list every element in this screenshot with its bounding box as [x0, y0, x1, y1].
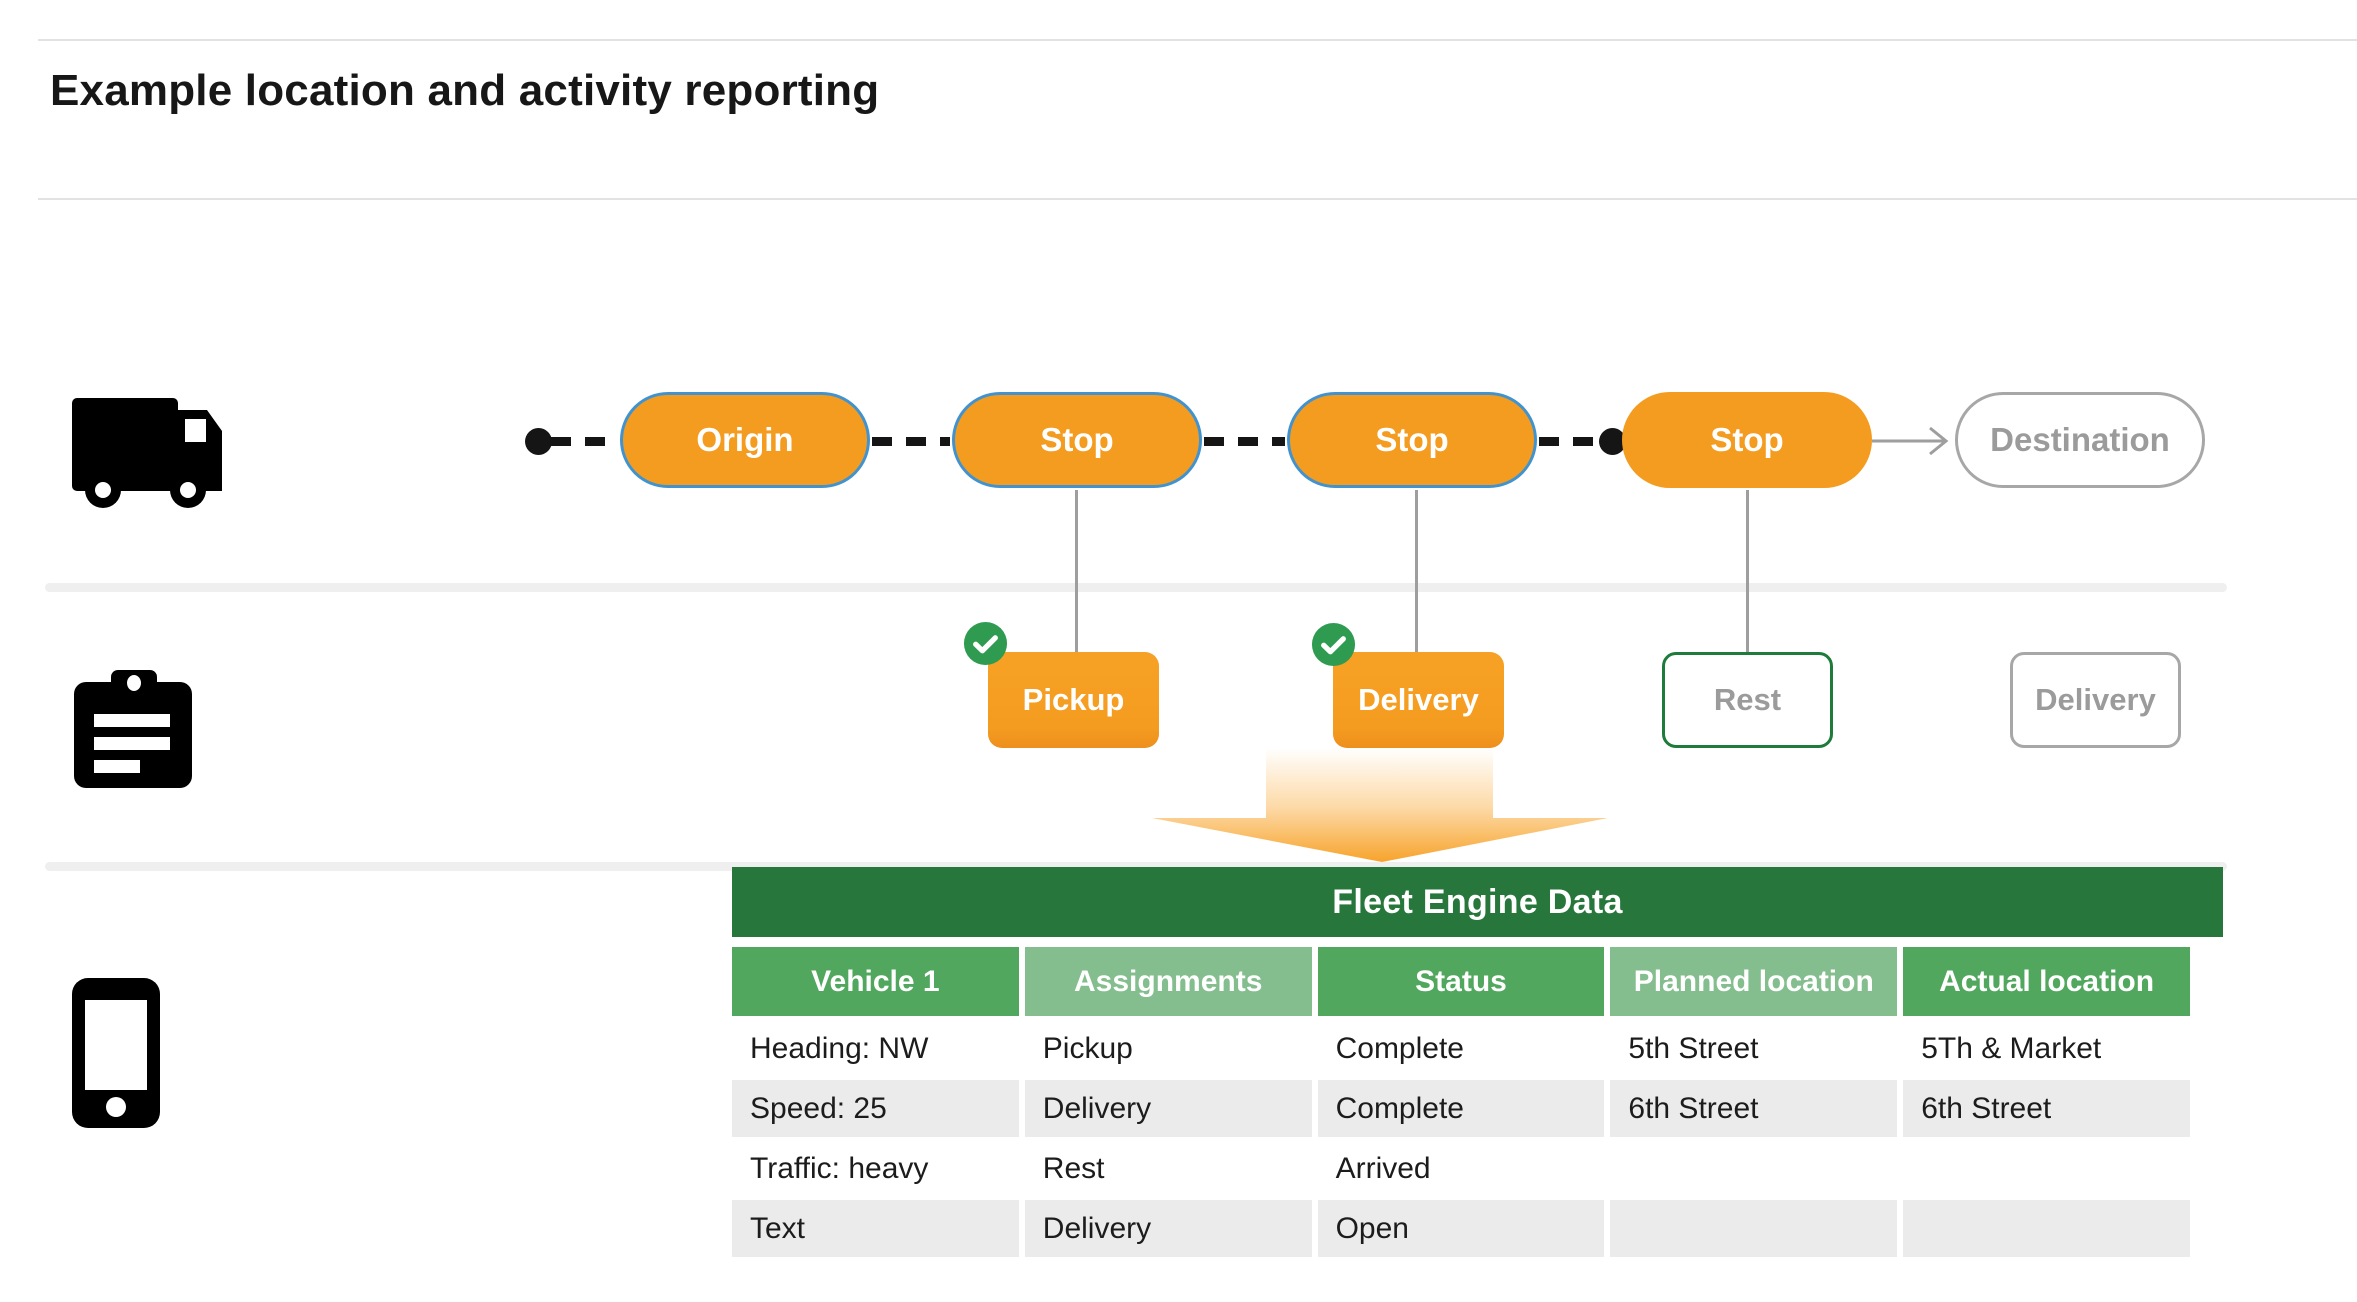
phone-icon: [72, 978, 160, 1128]
table-column-header: Vehicle 1: [732, 947, 1019, 1016]
table-cell: Delivery: [1024, 1200, 1312, 1257]
table-cell: Arrived: [1335, 1151, 1431, 1185]
activity-label: Delivery: [1358, 682, 1479, 717]
section-divider: [45, 862, 2227, 871]
route-node-label: Stop: [1710, 421, 1784, 458]
start-dot: [525, 428, 552, 455]
route-dashed-line: [1539, 437, 1599, 446]
connector-line: [1075, 490, 1078, 652]
route-node-stop-1: Stop: [952, 392, 1202, 488]
table-cell: Heading: NW: [750, 1031, 929, 1065]
table-cell: Pickup: [1042, 1031, 1133, 1065]
table-header-row: Vehicle 1 Assignments Status Planned loc…: [732, 947, 2190, 1016]
top-rule: [38, 39, 2357, 41]
connector-line: [1746, 490, 1749, 652]
table-cell: [1903, 1140, 2190, 1197]
table-cell: [1610, 1140, 1897, 1197]
table-row: Speed: 25 Delivery Complete 6th Street 6…: [732, 1080, 2190, 1137]
table-cell: Speed: 25: [732, 1080, 1019, 1137]
activity-box-delivery: Delivery: [1333, 652, 1504, 748]
table-cell: Traffic: heavy: [750, 1151, 929, 1185]
connector-line: [1415, 490, 1418, 652]
table-column-header: Status: [1317, 947, 1605, 1016]
table-row: Traffic: heavy Rest Arrived: [732, 1140, 2190, 1197]
table-row: Heading: NW Pickup Complete 5th Street 5…: [732, 1020, 2190, 1077]
table-cell: 6th Street: [1903, 1080, 2190, 1137]
check-circle-icon: [1310, 621, 1357, 668]
section-divider: [45, 583, 2227, 592]
activity-label: Pickup: [1022, 682, 1125, 717]
route-node-stop-2: Stop: [1287, 392, 1537, 488]
table-column-header: Planned location: [1610, 947, 1898, 1016]
table-column-header: Assignments: [1024, 947, 1312, 1016]
table-title: Fleet Engine Data: [732, 867, 2223, 937]
table-cell: 5Th & Market: [1921, 1031, 2102, 1065]
route-node-stop-3: Stop: [1622, 392, 1872, 488]
route-node-label: Destination: [1990, 421, 2170, 458]
arrow-right-icon: [1872, 424, 1954, 458]
table-cell: Complete: [1317, 1080, 1605, 1137]
route-node-label: Stop: [1040, 421, 1114, 458]
table-row: Text Delivery Open: [732, 1200, 2190, 1257]
activity-label: Delivery: [2035, 682, 2156, 717]
arrow-down-icon: [1152, 748, 1608, 862]
table-cell: 6th Street: [1610, 1080, 1898, 1137]
table-column-header: Actual location: [1903, 947, 2190, 1016]
route-dashed-line: [551, 437, 618, 446]
route-node-destination: Destination: [1955, 392, 2205, 488]
table-cell: 5th Street: [1628, 1031, 1759, 1065]
route-node-label: Stop: [1375, 421, 1449, 458]
activity-box-delivery-upcoming: Delivery: [2010, 652, 2181, 748]
route-node-origin: Origin: [620, 392, 870, 488]
table-cell: Complete: [1335, 1031, 1464, 1065]
table-cell: Open: [1317, 1200, 1605, 1257]
route-dashed-line: [872, 437, 950, 446]
activity-box-rest: Rest: [1662, 652, 1833, 748]
table-cell: [1903, 1200, 2190, 1257]
activity-label: Rest: [1713, 682, 1782, 717]
table-cell: Delivery: [1024, 1080, 1312, 1137]
table-cell: Rest: [1042, 1151, 1105, 1185]
route-node-label: Origin: [696, 421, 794, 458]
check-circle-icon: [962, 620, 1009, 667]
table-cell: [1610, 1200, 1898, 1257]
truck-icon: [72, 398, 222, 510]
table-cell: Text: [732, 1200, 1019, 1257]
current-position-dot: [1599, 428, 1626, 455]
clipboard-icon: [74, 670, 194, 790]
route-dashed-line: [1204, 437, 1285, 446]
page-title: Example location and activity reporting: [50, 66, 880, 115]
activity-box-pickup: Pickup: [988, 652, 1159, 748]
title-rule: [38, 198, 2357, 200]
